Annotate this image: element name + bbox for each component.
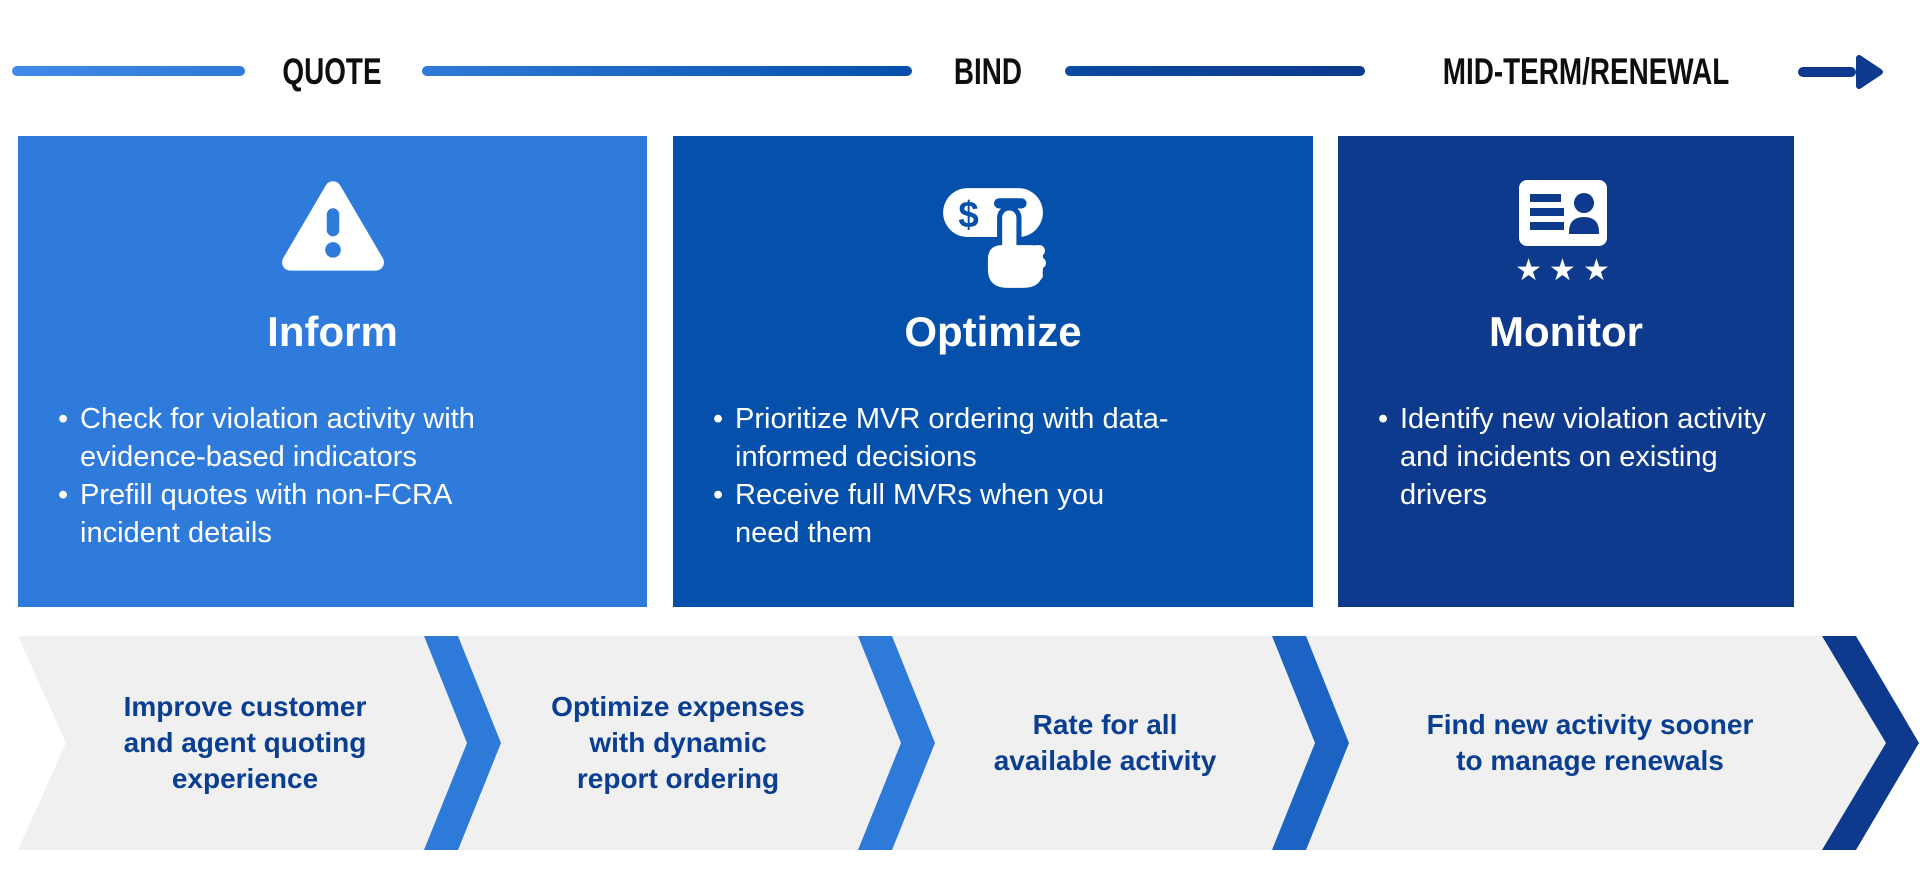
- flow-step-expense-benefit: Optimize expenses with dynamic report or…: [551, 691, 805, 794]
- card-monitor: ★★★ Monitor Identify new violation activ…: [1338, 136, 1794, 607]
- bullet-item: Check for violation activity with eviden…: [56, 400, 629, 476]
- card-optimize: $ Optimize Prioritize MVR ordering with …: [673, 136, 1313, 607]
- flow-step-renewal-benefit: Find new activity sooner to manage renew…: [1426, 709, 1754, 776]
- flow-band-background: [18, 636, 1886, 850]
- timeline-segment-1: [12, 66, 245, 76]
- bullet-item: Prioritize MVR ordering with data- infor…: [711, 400, 1295, 476]
- benefit-flow-band: Improve customer and agent quoting exper…: [0, 636, 1920, 850]
- svg-text:$: $: [958, 194, 978, 235]
- flow-step-quote-benefit: Improve customer and agent quoting exper…: [123, 691, 367, 794]
- card-title: Inform: [267, 308, 398, 355]
- timeline-segment-3: [1065, 66, 1365, 76]
- three-stars-icon: ★★★: [1515, 253, 1617, 288]
- card-title: Monitor: [1489, 308, 1643, 355]
- stage-label-bind: BIND: [953, 51, 1023, 93]
- card-inform: Inform Check for violation activity with…: [18, 136, 647, 607]
- pay-per-click-icon: $: [673, 178, 1313, 298]
- id-card-rating-icon: ★★★: [1338, 178, 1794, 298]
- stage-timeline: QUOTE BIND MID-TERM/RENEWAL: [0, 0, 1920, 120]
- bullet-item: Prefill quotes with non-FCRA incident de…: [56, 476, 629, 552]
- stage-label-midterm-renewal: MID-TERM/RENEWAL: [1442, 51, 1730, 93]
- card-title: Optimize: [904, 308, 1082, 355]
- bullet-item: Receive full MVRs when you need them: [711, 476, 1295, 552]
- card-bullet-list: Identify new violation activity and inci…: [1376, 400, 1776, 514]
- arrow-right-icon: [1798, 55, 1883, 89]
- card-bullet-list: Check for violation activity with eviden…: [56, 400, 629, 552]
- bullet-item: Identify new violation activity and inci…: [1376, 400, 1776, 514]
- warning-triangle-icon: [18, 178, 647, 298]
- flow-step-rating-benefit: Rate for all available activity: [993, 709, 1217, 776]
- timeline-segment-2: [422, 66, 912, 76]
- stage-label-quote: QUOTE: [282, 51, 382, 93]
- card-bullet-list: Prioritize MVR ordering with data- infor…: [711, 400, 1295, 552]
